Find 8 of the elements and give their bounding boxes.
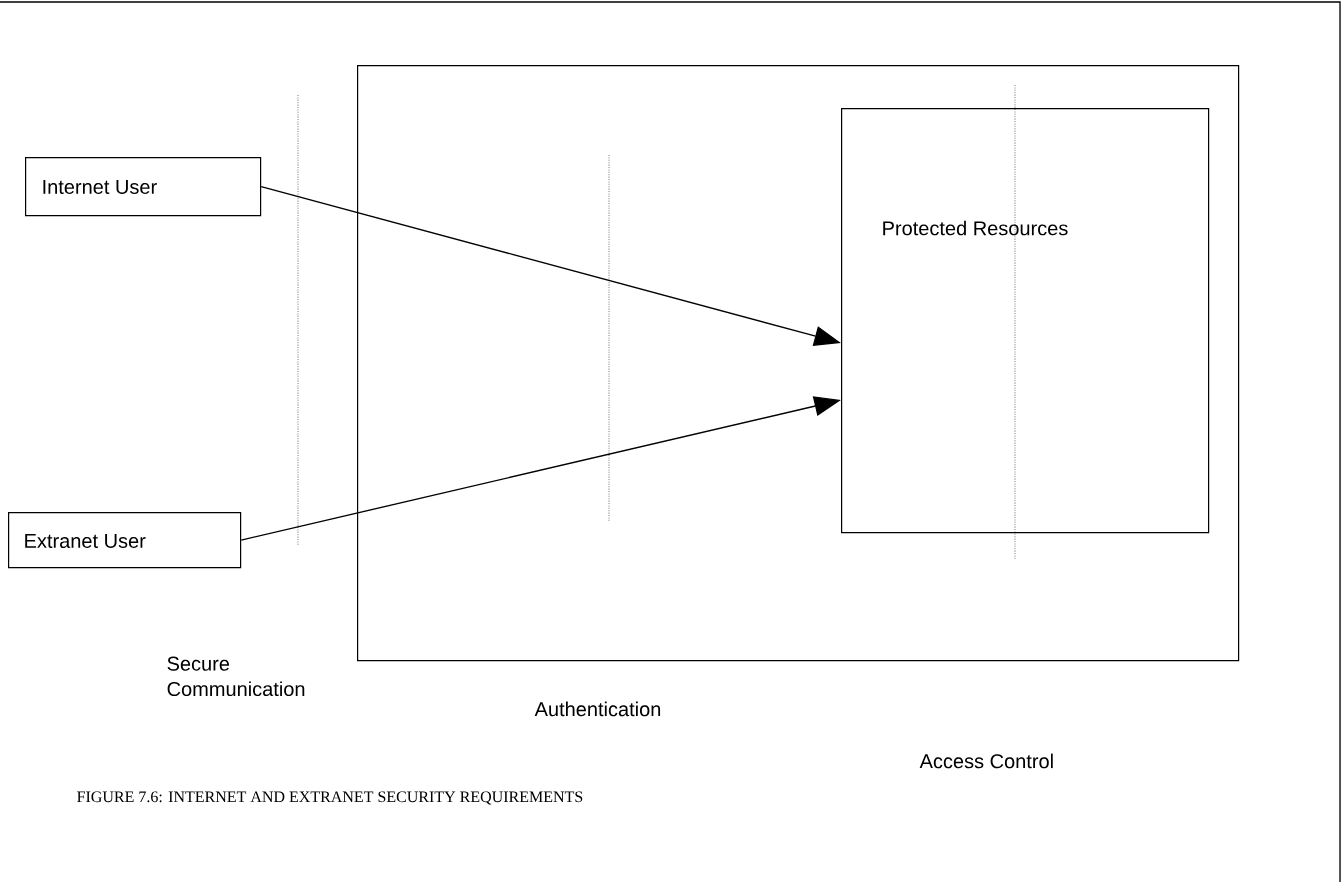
user-box: Extranet User bbox=[8, 512, 242, 569]
resource-box: Protected Resources bbox=[841, 108, 1210, 534]
figure-caption: FIGURE 7.6: INTERNET AND EXTRANET SECURITY REQUIREMENTS bbox=[77, 791, 583, 805]
boundary-box bbox=[357, 65, 1240, 662]
zone-label: Authentication bbox=[534, 701, 661, 717]
zone-label: Secure Communication bbox=[167, 656, 305, 697]
zone-label: Access Control bbox=[919, 753, 1053, 769]
user-box: Internet User bbox=[25, 157, 262, 217]
